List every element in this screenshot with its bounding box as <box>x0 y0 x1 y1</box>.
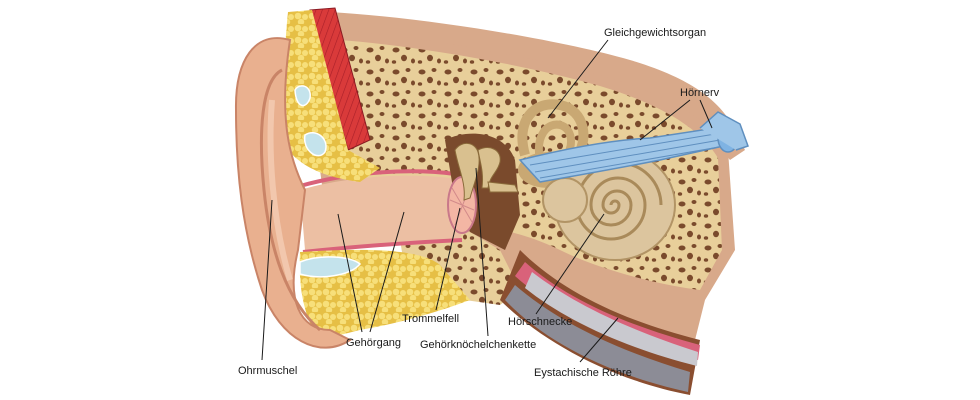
pinna-highlight <box>267 99 293 281</box>
semicircular-canal-outer <box>517 99 589 163</box>
ossicle-incus <box>477 147 501 189</box>
auditory-nerve-fibers <box>529 133 726 179</box>
leader-gehoerknoechelchenkette <box>475 167 489 337</box>
eustachian-tube-mucosa <box>515 262 700 360</box>
semicircular-canal-inner <box>534 120 575 161</box>
label-gehoergang: Gehörgang <box>346 337 401 349</box>
cartilage-upper-a <box>294 85 311 107</box>
label-eustachische-roehre: Eystachische Röhre <box>534 367 632 379</box>
leader-gehoergang-a <box>337 213 363 333</box>
ear-canal <box>300 175 470 250</box>
label-hoernerv: Hörnerv <box>680 87 720 99</box>
leader-hoerschnecke <box>535 213 605 315</box>
ear-canal-lining-bottom <box>302 238 463 254</box>
auditory-nerve-branch <box>699 111 749 151</box>
temporal-bone-lower <box>400 232 520 305</box>
pinna <box>234 37 352 349</box>
eustachian-tube-inner <box>525 272 698 366</box>
leader-ohrmuschel <box>261 199 273 361</box>
ossicle-stapes <box>487 181 519 193</box>
label-gleichgewichtsorgan: Gleichgewichtsorgan <box>604 27 706 39</box>
leader-trommelfell <box>435 207 461 311</box>
label-hoerschnecke: Hörschnecke <box>508 316 572 328</box>
leader-hoernerv-b <box>699 99 713 129</box>
ear-canal-lining-top <box>299 169 456 188</box>
label-trommelfell: Trommelfell <box>402 313 459 325</box>
cochlea-base <box>542 177 588 223</box>
leader-gleichgewichtsorgan <box>547 39 609 119</box>
label-ohrmuschel: Ohrmuschel <box>238 365 297 377</box>
leader-gehoergang-b <box>369 211 405 333</box>
leader-eustachische-roehre <box>579 317 619 363</box>
eustachian-tube-wall <box>505 285 690 392</box>
label-gehoerknoechelchenkette: Gehörknöchelchenkette <box>420 339 536 351</box>
pinna-fold <box>259 68 321 332</box>
leader-hoernerv-a <box>639 99 691 141</box>
cartilage-lower <box>299 256 362 278</box>
cartilage-upper-b <box>303 131 327 157</box>
